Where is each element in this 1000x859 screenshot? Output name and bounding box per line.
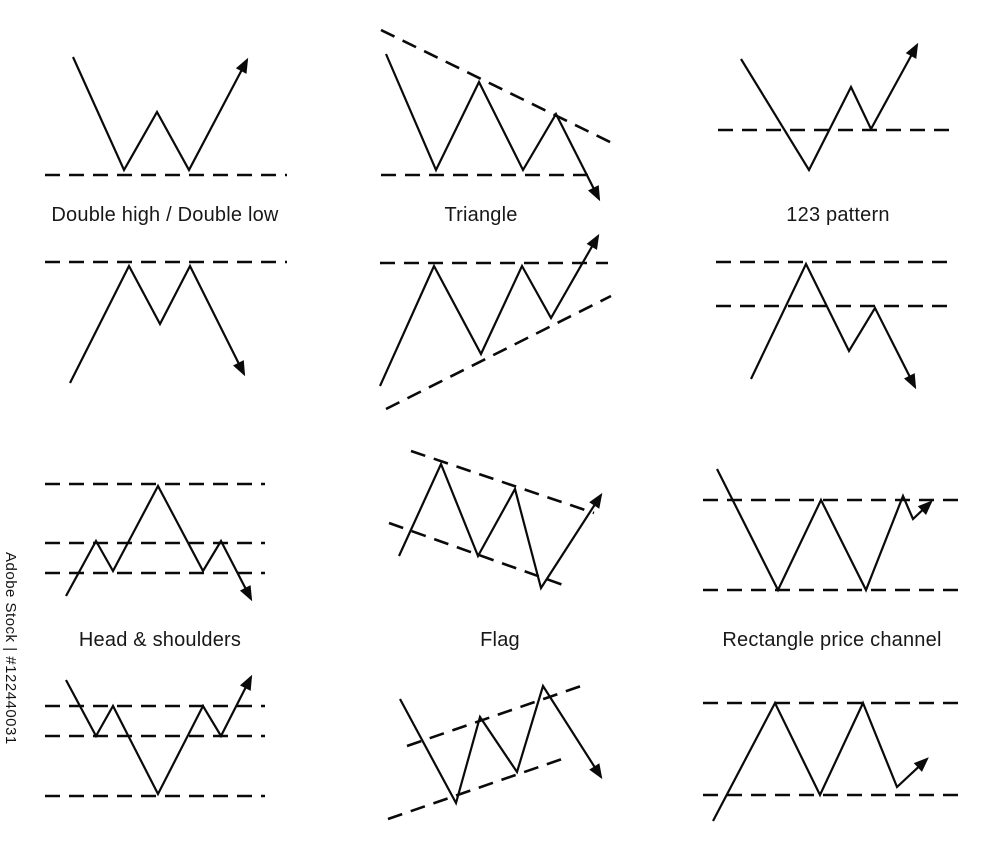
- price-line: [65, 483, 253, 602]
- ascending-triangle-pattern: [378, 233, 612, 411]
- upper-channel-line: [410, 449, 595, 515]
- pattern-label-triangle: Triangle: [444, 204, 518, 226]
- pattern-label-123: 123 pattern: [786, 204, 890, 226]
- price-line: [740, 42, 919, 173]
- price-line: [716, 468, 933, 593]
- lower-channel-line: [387, 756, 566, 821]
- inverse-head-and-shoulders-pattern: [45, 674, 265, 798]
- double-high-pattern: [45, 260, 287, 384]
- price-line: [384, 53, 601, 202]
- rectangle-channel-upper-pattern: [703, 468, 958, 593]
- upper-channel-line: [406, 682, 588, 748]
- pattern-label-rectangle-channel: Rectangle price channel: [722, 629, 942, 651]
- descending-trend-line: [380, 28, 613, 145]
- price-line: [397, 461, 603, 591]
- pattern-label-flag: Flag: [480, 629, 520, 651]
- lower-channel-line: [388, 521, 567, 588]
- stock-watermark-text: Adobe Stock | #122440031: [2, 552, 19, 745]
- descending-triangle-pattern: [380, 28, 613, 202]
- pattern-label-double-high-low: Double high / Double low: [51, 204, 279, 226]
- price-line: [65, 674, 253, 797]
- price-line: [71, 56, 249, 173]
- price-line: [712, 700, 929, 822]
- double-low-pattern: [45, 56, 287, 177]
- price-line: [69, 263, 246, 384]
- price-line: [399, 683, 603, 806]
- 123-bullish-pattern: [718, 42, 952, 173]
- rectangle-channel-lower-pattern: [703, 700, 958, 822]
- price-line: [378, 233, 600, 387]
- ascending-trend-line: [385, 294, 612, 411]
- bear-flag-pattern: [387, 682, 603, 821]
- 123-bearish-pattern: [716, 260, 950, 390]
- bull-flag-pattern: [388, 449, 603, 591]
- head-and-shoulders-top-pattern: [45, 482, 265, 602]
- price-line: [750, 261, 917, 390]
- pattern-label-head-shoulders: Head & shoulders: [78, 629, 242, 651]
